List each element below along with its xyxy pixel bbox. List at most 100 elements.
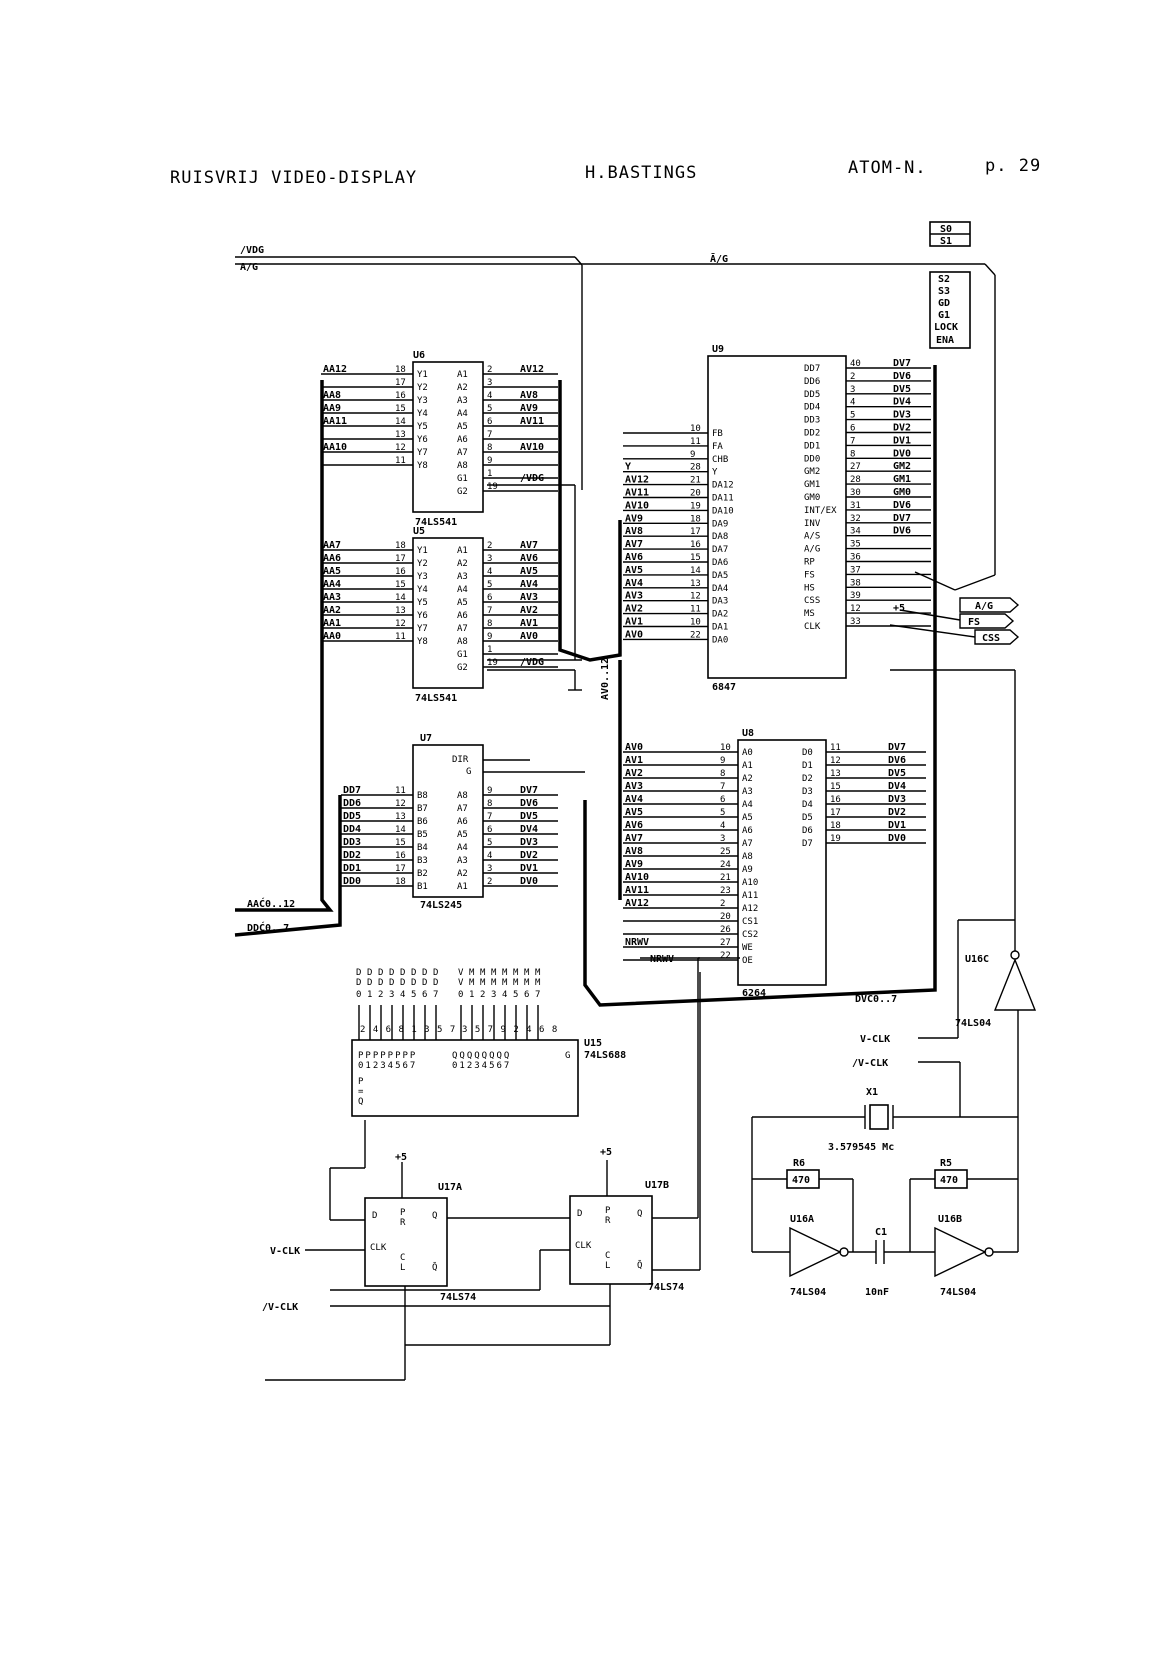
connector-right: A/G FS CSS (889, 571, 1020, 645)
u7-left-pin-name: B5 (417, 830, 428, 840)
u9-right-pin-num: 28 (850, 475, 861, 485)
dd-bus-label: DDĆ0..7 (247, 921, 289, 934)
u17b-part: 74LS74 (648, 1282, 684, 1293)
u6-left-pin-num: 18 (395, 365, 406, 375)
u6-right-net-label: AV11 (520, 416, 544, 427)
u15-column-labels: DD0DD1DD2DD3DD4DD5DD6DD7VV0MM1MM2MM3MM4M… (356, 968, 541, 1040)
u8-left-pin-num: 25 (720, 847, 731, 857)
u7-right-pin-name: A1 (457, 882, 468, 892)
u15-side-q: Q (358, 1097, 363, 1107)
u8-right-pin-num: 11 (830, 743, 841, 753)
u6-right-pin-num: 2 (487, 365, 492, 375)
u7-left-net-label: DD3 (343, 837, 361, 848)
av-bus (558, 380, 622, 900)
u7-left-net-label: DD6 (343, 798, 361, 809)
u6-right-pin-num: 5 (487, 404, 492, 414)
u7-left-net-label: DD0 (343, 876, 361, 887)
u8-left-net-label: AV1 (625, 755, 643, 766)
u8-left-pin-name: CS2 (742, 930, 758, 940)
u15-vm-col: M (502, 978, 508, 988)
u9-left-pin-num: 11 (690, 437, 701, 447)
u8-right-pin-num: 17 (830, 808, 841, 818)
u5-left-pin-num: 14 (395, 593, 406, 603)
u7-right-pin-num: 6 (487, 825, 492, 835)
u6-left-pin-num: 13 (395, 430, 406, 440)
u9-right-pin-num: 33 (850, 617, 861, 627)
u15-dd-col: D (422, 968, 427, 978)
u9-part: 6847 (712, 682, 736, 693)
chip-u17b: U17B 74LS74 D P R Q CLK C L Q̄ (569, 1180, 684, 1293)
u9-left-net-label: AV12 (625, 475, 649, 486)
u9-right-pin-num: 4 (850, 398, 855, 408)
u9-right-net-label: GM0 (893, 487, 911, 498)
u15-vm-num: 3 (491, 990, 496, 1000)
u15-vm-num: 1 (469, 990, 474, 1000)
u17b-c: C (605, 1251, 610, 1261)
u8-right-pin-name: D3 (802, 787, 813, 797)
u9-left-pin-name: Y (712, 468, 718, 478)
u5-right-pin-name: A7 (457, 624, 468, 634)
u17b-clk: CLK (575, 1241, 592, 1251)
u7-right-pin-num: 4 (487, 851, 492, 861)
u17a-l: L (400, 1263, 405, 1273)
u15-side-eq: = (358, 1087, 364, 1097)
ag-net-label: A/G (240, 262, 258, 273)
u17b-plus5: +5 (600, 1147, 612, 1158)
u9-left-pin-num: 16 (690, 540, 701, 550)
u7-left-net-label: DD5 (343, 811, 361, 822)
u17a-p: P (400, 1208, 406, 1218)
u9-right-pin-name: INT/EX (804, 506, 837, 516)
u7-right-net-label: DV7 (520, 785, 538, 796)
u8-right-pin-num: 12 (830, 756, 841, 766)
u9-left-pin-name: FB (712, 429, 723, 439)
u8-left-net-label: AV9 (625, 859, 643, 870)
u5-right-net-label: AV2 (520, 605, 538, 616)
u15-vm-col: M (524, 968, 530, 978)
u8-left-pin-num: 9 (720, 756, 725, 766)
u7-left-net-label: DD1 (343, 863, 361, 874)
u8-left-pin-name: A9 (742, 865, 753, 875)
u9-left-pin-name: FA (712, 442, 723, 452)
u6-right-pin-name: G2 (457, 487, 468, 497)
u8-left-net-label: AV10 (625, 872, 649, 883)
u5-left-pin-num: 15 (395, 580, 406, 590)
u9-right-pin-name: A/S (804, 532, 820, 542)
u7-left-pin-num: 11 (395, 786, 406, 796)
u7-right-net-label: DV2 (520, 850, 538, 861)
u5-right-pin-name: A8 (457, 637, 468, 647)
u16a-ref: U16A (790, 1214, 814, 1225)
u9-right-pin-num: 32 (850, 514, 861, 524)
u5-left-pin-name: Y4 (417, 585, 428, 595)
u8-right-pin-name: D2 (802, 774, 813, 784)
u7-right-pin-name: A6 (457, 817, 468, 827)
u6-left-net-label: AA9 (323, 403, 341, 414)
u9-right-pin-num: 6 (850, 424, 855, 434)
u9-left-pin-name: DA0 (712, 635, 728, 645)
u9-right-pin-num: 7 (850, 436, 855, 446)
u8-left-pin-name: CS1 (742, 917, 758, 927)
u7-right-pin-name: A4 (457, 843, 468, 853)
u9-right-pin-name: DD2 (804, 429, 820, 439)
u5-right-pin-num: 19 (487, 658, 498, 668)
u9-left-pin-num: 28 (690, 463, 701, 473)
u7-right-pin-num: 3 (487, 864, 492, 874)
u9-right-pin-num: 38 (850, 578, 861, 588)
u17b-q: Q (637, 1209, 642, 1219)
u8-part: 6264 (742, 988, 766, 999)
u15-vm-col: M (513, 968, 519, 978)
u5-left-net-label: AA5 (323, 566, 341, 577)
u5-right-net-label: AV3 (520, 592, 538, 603)
u5-right-pin-num: 1 (487, 645, 492, 655)
u5-left-pin-num: 12 (395, 619, 406, 629)
u9-left-pin-num: 14 (690, 566, 701, 576)
u8-right-net-label: DV2 (888, 807, 906, 818)
u6-right-net-label: AV8 (520, 390, 538, 401)
u6-left-pin-name: Y6 (417, 435, 428, 445)
u5-left-net-label: AA3 (323, 592, 341, 603)
nvclk-osc-label: /V-CLK (852, 1058, 888, 1069)
u8-right-pin-name: D1 (802, 761, 813, 771)
u5-part: 74LS541 (415, 693, 457, 704)
u15-dd-col: D (356, 968, 361, 978)
u6-left-pin-name: Y2 (417, 383, 428, 393)
